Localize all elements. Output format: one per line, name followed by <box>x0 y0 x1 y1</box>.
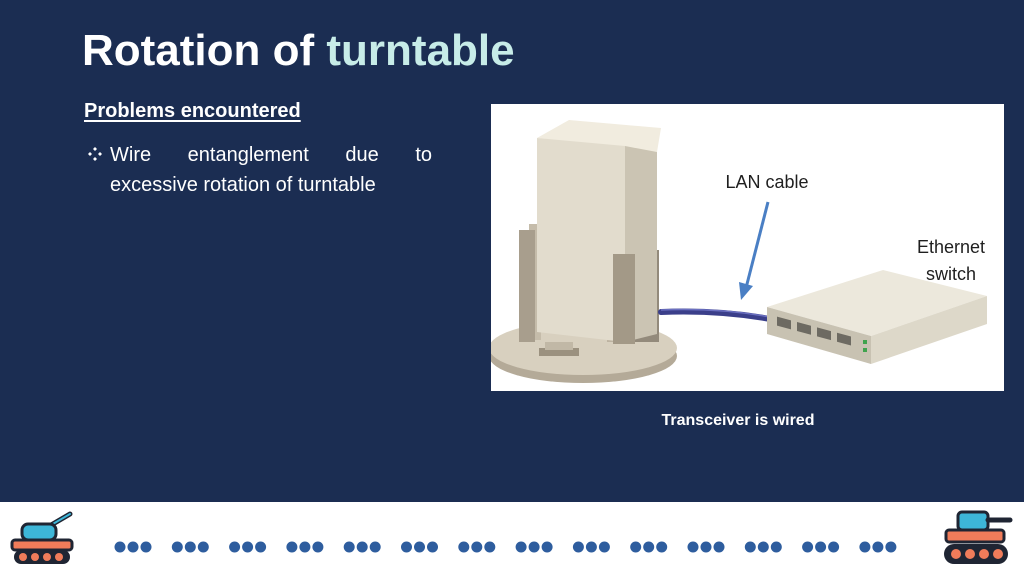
slide-main: Rotation of turntable Problems encounter… <box>82 26 1004 429</box>
footer-dot <box>541 541 553 553</box>
footer-dot <box>802 541 814 553</box>
tank-right-icon <box>944 510 1013 564</box>
footer-dot <box>114 541 126 553</box>
slide-title: Rotation of turntable <box>82 26 515 76</box>
bullet-text: Wire entanglement due to excessive rotat… <box>110 144 432 196</box>
footer-dot <box>140 541 152 553</box>
footer-dot <box>757 541 769 553</box>
footer-dot <box>885 541 897 553</box>
footer-dot <box>828 541 840 553</box>
title-accent: turntable <box>326 26 515 75</box>
footer-dot <box>184 541 196 553</box>
turntable-illustration: LAN cable Ethernet switch <box>491 120 987 383</box>
diamond-bullet-icon <box>88 147 102 161</box>
footer-dot <box>515 541 527 553</box>
footer-dot <box>312 541 324 553</box>
footer-dot <box>585 541 597 553</box>
footer-bar <box>0 502 1024 576</box>
footer-dot <box>242 541 254 553</box>
footer-dot <box>687 541 699 553</box>
footer-dot <box>255 541 267 553</box>
footer-dot <box>299 541 311 553</box>
footer-dot <box>229 541 241 553</box>
footer-dot <box>815 541 827 553</box>
footer-dot <box>171 541 183 553</box>
footer-dot <box>127 541 139 553</box>
footer-dot <box>197 541 209 553</box>
title-prefix: Rotation of <box>82 26 315 75</box>
lan-cable-label: LAN cable <box>725 172 808 192</box>
footer-dot <box>872 541 884 553</box>
footer-dot <box>286 541 298 553</box>
switch-label: switch <box>926 264 976 284</box>
footer-dot <box>744 541 756 553</box>
footer-dot <box>713 541 725 553</box>
footer-dot <box>630 541 642 553</box>
figure-caption: Transceiver is wired <box>661 412 815 429</box>
footer-dot <box>401 541 412 553</box>
footer-dot <box>427 541 438 553</box>
footer-dot <box>643 541 655 553</box>
footer-dot <box>700 541 712 553</box>
turntable-figure: LAN cable Ethernet switch <box>491 104 1004 391</box>
footer-dot <box>598 541 610 553</box>
bullet-item: Wire entanglement due to excessive rotat… <box>84 140 432 200</box>
footer-dot <box>471 541 483 553</box>
footer-dot <box>572 541 584 553</box>
ethernet-label: Ethernet <box>917 237 985 257</box>
footer-dot <box>369 541 381 553</box>
footer-dot <box>458 541 470 553</box>
footer-dot <box>343 541 355 553</box>
footer-dot <box>356 541 368 553</box>
footer-dot <box>414 541 425 553</box>
footer-dots <box>114 541 897 553</box>
footer-dot <box>656 541 668 553</box>
section-heading: Problems encountered <box>84 100 301 122</box>
footer-dot <box>484 541 496 553</box>
footer-dot <box>528 541 540 553</box>
tank-left-icon <box>10 511 74 564</box>
footer-dot <box>859 541 871 553</box>
footer-dot <box>770 541 782 553</box>
